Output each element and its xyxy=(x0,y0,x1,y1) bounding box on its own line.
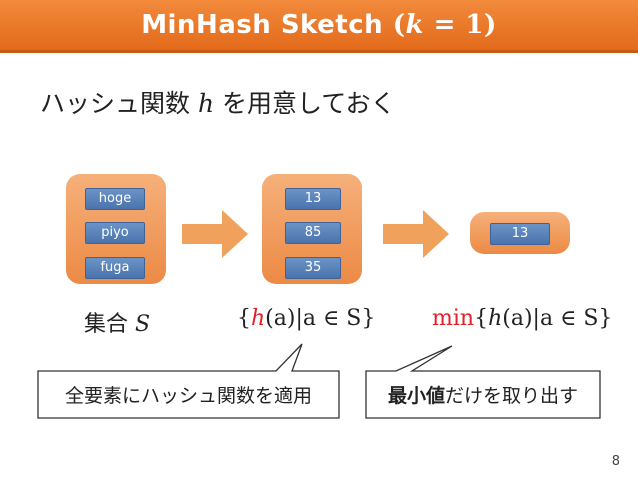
hash-values-group: 13 85 35 xyxy=(262,174,362,284)
title-text: MinHash Sketch xyxy=(141,10,384,40)
hash-set-formula: {h(a)|a ∈ S} xyxy=(237,306,376,331)
callout-left-box xyxy=(37,343,340,419)
min-formula: min{h(a)|a ∈ S} xyxy=(432,306,613,331)
callout-left-text: 全要素にハッシュ関数を適用 xyxy=(64,385,312,407)
intro-text: ハッシュ関数 h を用意しておく xyxy=(40,89,396,118)
callout-right-text: 最小値だけを取り出す xyxy=(387,385,579,407)
title-bar xyxy=(0,0,638,53)
min-value-group: 13 xyxy=(470,212,570,254)
set-item: fuga xyxy=(85,257,145,279)
callout-right-box xyxy=(365,345,601,419)
hash-value-item: 35 xyxy=(285,257,341,279)
hash-value-item: 85 xyxy=(285,222,341,244)
set-s-group: hoge piyo fuga xyxy=(66,174,166,284)
hash-function-var: h xyxy=(197,89,215,118)
set-s-label: 集合 S xyxy=(84,312,151,337)
min-value-item: 13 xyxy=(490,223,550,245)
hash-value-item: 13 xyxy=(285,188,341,210)
set-item: piyo xyxy=(85,222,145,244)
set-item: hoge xyxy=(85,188,145,210)
formula-arg: (a) xyxy=(265,306,296,331)
slide-title: MinHash Sketch (k = 1) xyxy=(0,0,638,50)
page-number: 8 xyxy=(611,454,620,469)
title-math: (k = 1) xyxy=(392,10,497,40)
arrow-right-icon xyxy=(383,210,449,258)
arrow-right-icon xyxy=(182,210,248,258)
